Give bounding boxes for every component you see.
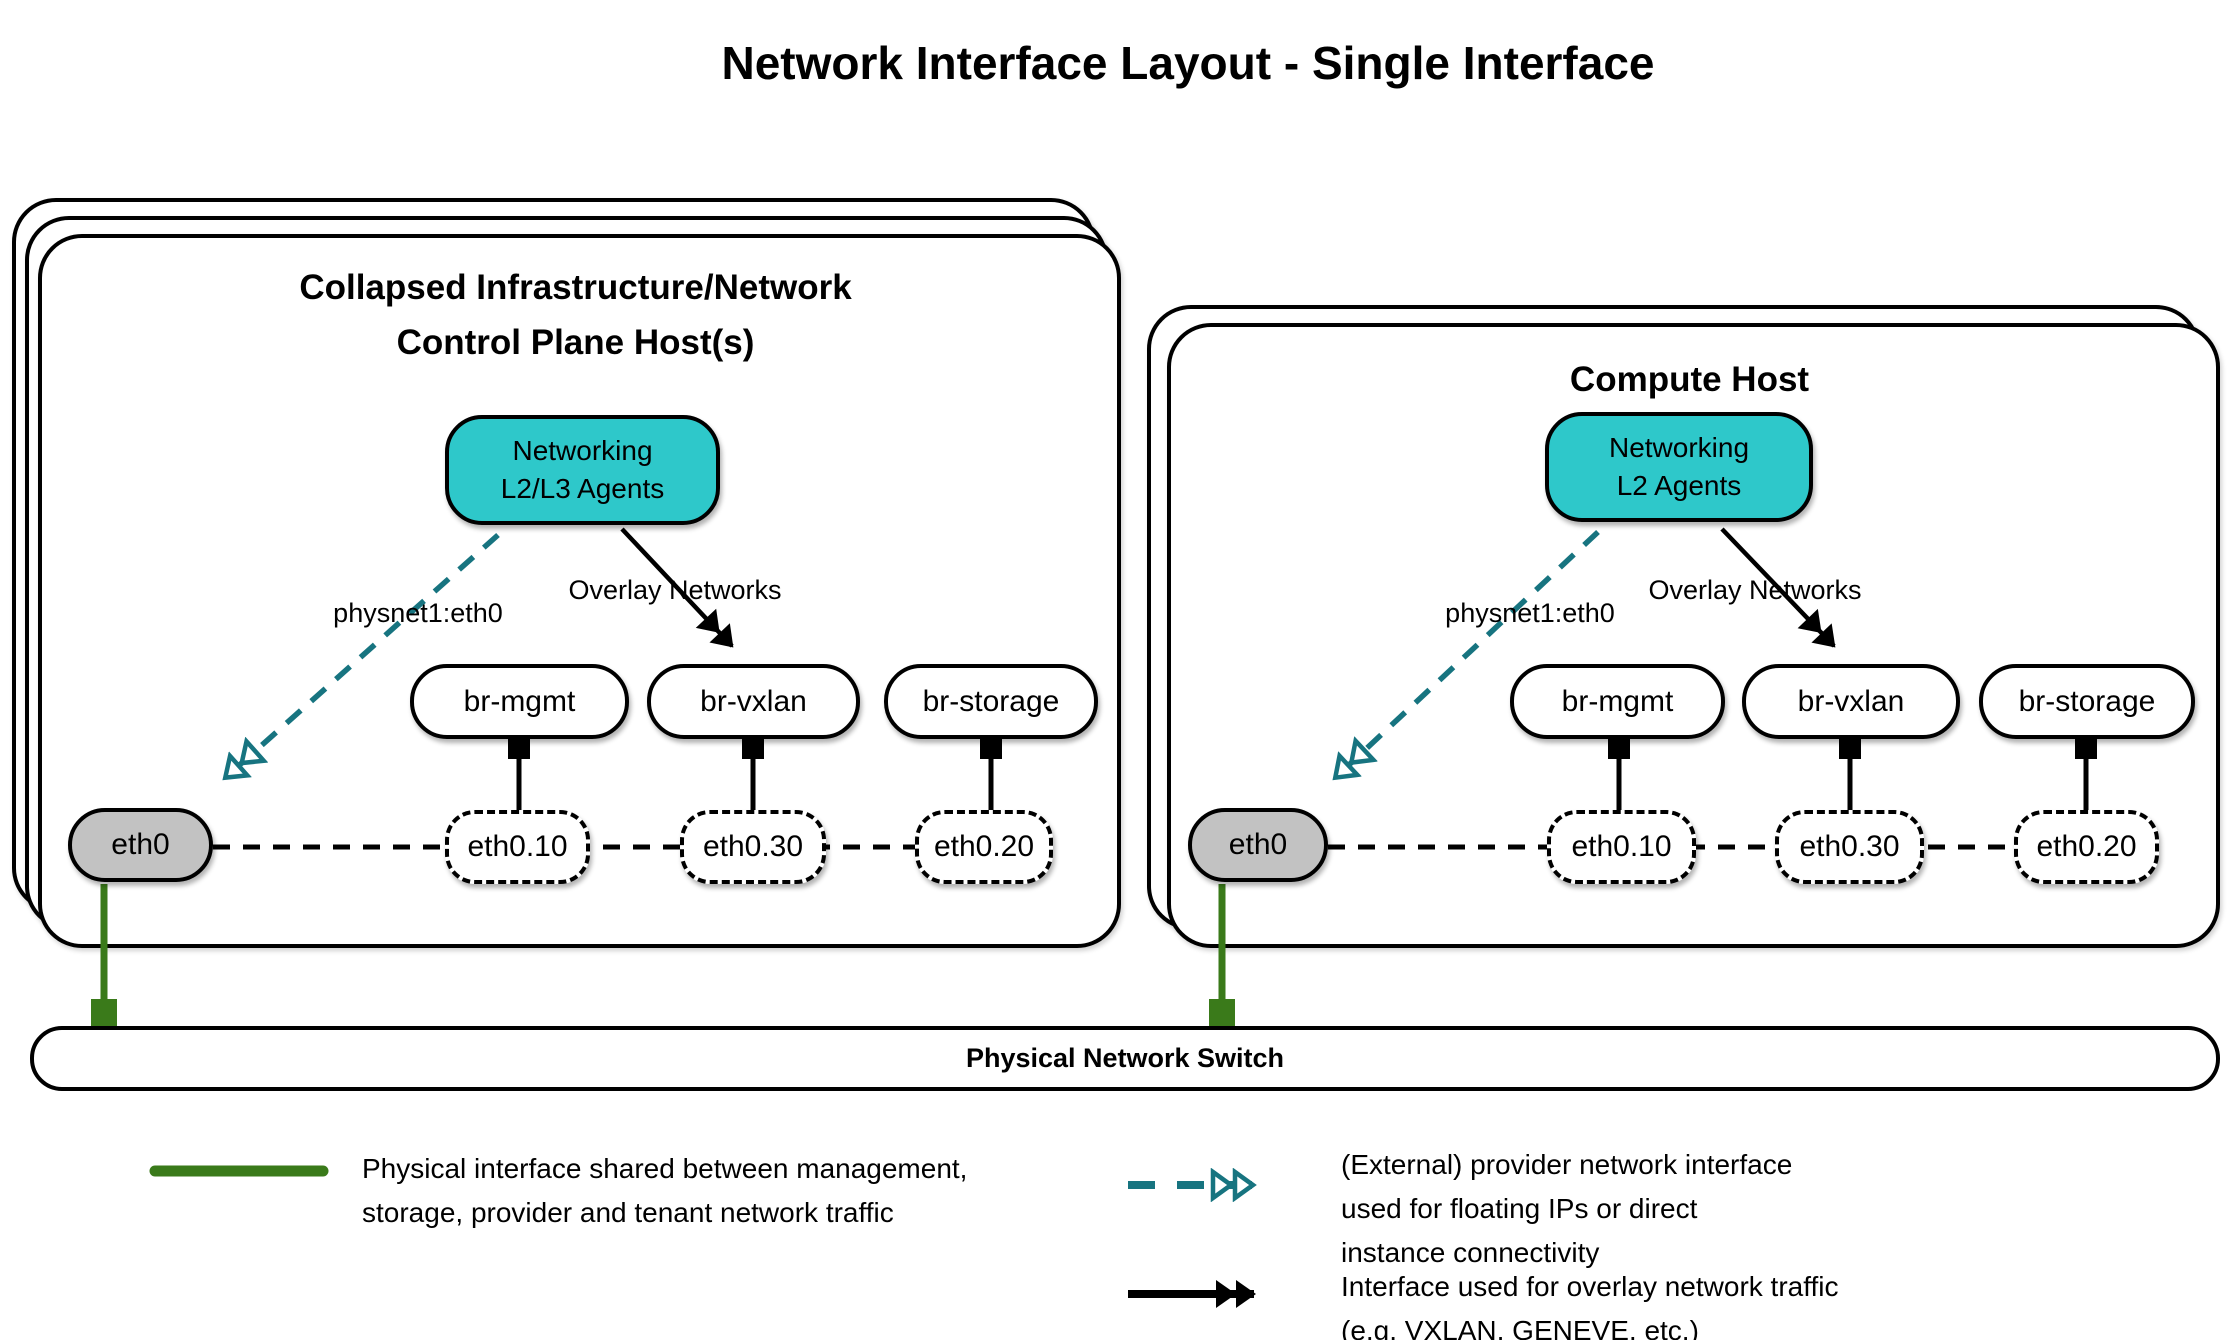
vlan-node-eth0-30: eth0.30	[1775, 810, 1924, 884]
page-title: Network Interface Layout - Single Interf…	[721, 37, 1655, 89]
agent-node-control: Networking L2/L3 Agents	[445, 415, 720, 525]
bridge-node-br-vxlan: br-vxlan	[647, 664, 860, 739]
bridge-node-br-storage: br-storage	[884, 664, 1098, 739]
overlay-arrow-compute	[1720, 527, 1836, 648]
legend-physical-text: Physical interface shared between manage…	[362, 1153, 968, 1228]
uplink-port-compute	[1209, 999, 1235, 1028]
bridge-node-br-mgmt: br-mgmt	[1510, 664, 1725, 739]
physical-interface-node-compute: eth0	[1188, 808, 1328, 882]
vlan-node-eth0-10: eth0.10	[1547, 810, 1696, 884]
control-host-title: Collapsed Infrastructure/Network Control…	[299, 268, 852, 362]
provider-arrow-control	[226, 532, 500, 777]
overlay-arrow-control	[620, 527, 734, 648]
legend-overlay-text: Interface used for overlay network traff…	[1341, 1271, 1839, 1340]
provider-label-compute: physnet1:eth0	[1445, 598, 1615, 628]
bridge-node-br-vxlan: br-vxlan	[1742, 664, 1960, 739]
provider-arrow-compute	[1336, 529, 1600, 777]
physical-network-switch: Physical Network Switch	[30, 1026, 2220, 1091]
vlan-node-eth0-20: eth0.20	[915, 810, 1053, 884]
physical-interface-node-control: eth0	[68, 808, 213, 882]
overlay-label-control: Overlay Networks	[568, 575, 782, 605]
vlan-node-eth0-20: eth0.20	[2014, 810, 2159, 884]
vlan-node-eth0-30: eth0.30	[680, 810, 826, 884]
agent-node-compute: Networking L2 Agents	[1545, 412, 1813, 522]
vlan-node-eth0-10: eth0.10	[445, 810, 590, 884]
overlay-label-compute: Overlay Networks	[1648, 575, 1862, 605]
compute-host-title: Compute Host	[1569, 360, 1810, 399]
bridge-node-br-mgmt: br-mgmt	[410, 664, 629, 739]
uplink-port-control	[91, 999, 117, 1028]
bridge-node-br-storage: br-storage	[1979, 664, 2195, 739]
legend-provider-text: (External) provider network interface us…	[1341, 1149, 1793, 1268]
provider-label-control: physnet1:eth0	[333, 598, 503, 628]
